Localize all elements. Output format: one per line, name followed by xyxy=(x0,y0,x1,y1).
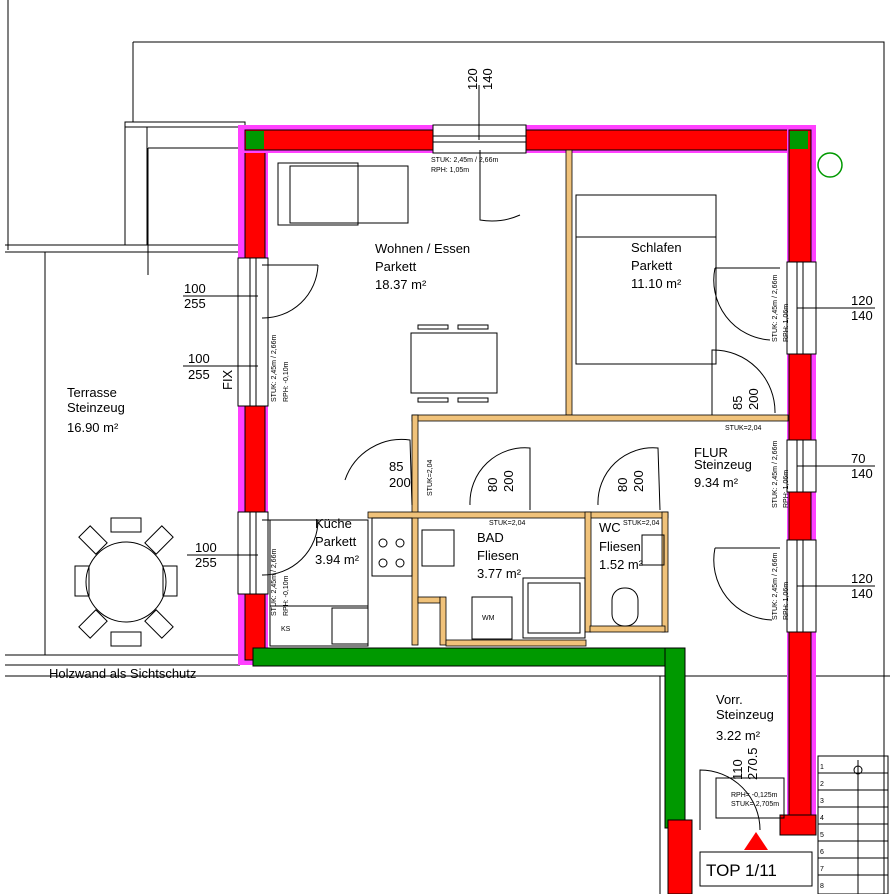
room-area-vorr: 3.22 m² xyxy=(716,728,761,743)
room-name-terrasse: Terrasse xyxy=(67,385,117,400)
room-floor-terrasse: Steinzeug xyxy=(67,400,125,415)
dim-top-window-height: 140 xyxy=(480,68,495,90)
dim-schlafen-window-width: 120 xyxy=(851,293,873,308)
note-wm: WM xyxy=(482,615,495,622)
dim-entrance-door-width: 110 xyxy=(730,759,745,780)
room-name-bad: BAD xyxy=(477,530,504,545)
entrance-marker: TOP 1/11 xyxy=(699,832,813,887)
stair-step-8: 8 xyxy=(820,883,824,890)
note-stuk-schlafen-door: STUK=2,04 xyxy=(725,425,761,432)
note-stuk-schlafen: STUK: 2,45m / 2,66m xyxy=(772,275,779,342)
dim-schlafen-window-height: 140 xyxy=(851,308,873,323)
note-stuk-entrance: STUK= 2,705m xyxy=(731,801,779,808)
furniture xyxy=(74,162,785,819)
dim-wohnen-door-upper-width: 100 xyxy=(184,281,206,296)
unit-label: TOP 1/11 xyxy=(706,861,777,880)
note-stuk-wohnen: STUK: 2,45m / 2,66m xyxy=(271,335,278,402)
dim-lower-window-width: 120 xyxy=(851,571,873,586)
site-outline xyxy=(5,0,890,894)
dim-wc-door-width: 80 xyxy=(615,478,630,492)
room-area-kueche: 3.94 m² xyxy=(315,552,360,567)
dim-schlafen-door-height: 200 xyxy=(746,388,761,410)
note-stuk-lower: STUK: 2,45m / 2,66m xyxy=(772,553,779,620)
dim-wohnen-door-lower-height: 255 xyxy=(188,367,210,382)
room-floor-wc: Fliesen xyxy=(599,539,641,554)
dimension-labels: 120 140 100 255 100 255 100 255 120 140 … xyxy=(184,68,873,780)
room-name-kueche: Küche xyxy=(315,516,352,531)
room-area-flur: 9.34 m² xyxy=(694,475,739,490)
stair-step-5: 5 xyxy=(820,832,824,839)
note-fix: FIX xyxy=(220,369,235,390)
dim-bad-door-height: 200 xyxy=(501,470,516,492)
note-rph-top: RPH: 1,05m xyxy=(431,167,469,174)
room-area-wohnen: 18.37 m² xyxy=(375,277,427,292)
doors xyxy=(261,150,780,831)
note-stuk-flur: STUK: 2,45m / 2,66m xyxy=(772,441,779,508)
stair-step-1: 1 xyxy=(820,764,824,771)
room-floor-bad: Fliesen xyxy=(477,548,519,563)
stair-step-7: 7 xyxy=(820,866,824,873)
dim-kueche-door-height: 255 xyxy=(195,555,217,570)
dimension-leaders xyxy=(183,85,875,587)
note-holzwand: Holzwand als Sichtschutz xyxy=(49,666,196,681)
note-stuk-wohnen-door: STUK=2,04 xyxy=(427,460,434,496)
dim-flur-window-height: 140 xyxy=(851,466,873,481)
room-area-schlafen: 11.10 m² xyxy=(631,276,682,291)
note-ks: KS xyxy=(281,626,291,633)
room-name-schlafen: Schlafen xyxy=(631,240,682,255)
note-rph-wohnen: RPH: -0,10m xyxy=(283,361,290,402)
dim-kueche-door-width: 100 xyxy=(195,540,217,555)
stair-step-6: 6 xyxy=(820,849,824,856)
note-stuk-bad-door: STUK=2,04 xyxy=(489,520,525,527)
room-name-wc: WC xyxy=(599,520,621,535)
dim-wohnen-door-height: 200 xyxy=(389,475,411,490)
room-area-bad: 3.77 m² xyxy=(477,566,522,581)
note-stuk-top: STUK: 2,45m / 2,66m xyxy=(431,157,498,164)
room-name-flur: FLUR xyxy=(694,445,728,460)
entrance-arrow-icon xyxy=(744,832,768,850)
unit-label-box xyxy=(699,851,813,887)
dim-lower-window-height: 140 xyxy=(851,586,873,601)
dim-bad-door-width: 80 xyxy=(485,478,500,492)
stairs xyxy=(817,755,889,894)
dim-wohnen-door-upper-height: 255 xyxy=(184,296,206,311)
dim-wohnen-door-width: 85 xyxy=(389,459,403,474)
dim-flur-window-width: 70 xyxy=(851,451,865,466)
dim-top-window-width: 120 xyxy=(465,68,480,90)
dim-entrance-door-height: 270.5 xyxy=(745,747,760,780)
note-rph-lower: RPH: 1,06m xyxy=(783,582,790,620)
room-floor-flur: Steinzeug xyxy=(694,457,752,472)
stair-step-3: 3 xyxy=(820,798,824,805)
stair-step-2: 2 xyxy=(820,781,824,788)
note-rph-entrance: RPH= -0,125m xyxy=(731,792,778,799)
stair-numbers: 1 2 3 4 5 6 7 8 xyxy=(820,764,824,890)
room-floor-kueche: Parkett xyxy=(315,534,357,549)
room-name-wohnen: Wohnen / Essen xyxy=(375,241,470,256)
room-floor-vorr: Steinzeug xyxy=(716,707,774,722)
room-floor-schlafen: Parkett xyxy=(631,258,673,273)
dim-wc-door-height: 200 xyxy=(631,470,646,492)
dim-schlafen-door-width: 85 xyxy=(730,396,745,410)
dim-wohnen-door-lower-width: 100 xyxy=(188,351,210,366)
room-area-terrasse: 16.90 m² xyxy=(67,420,119,435)
note-rph-kueche: RPH: -0,10m xyxy=(283,575,290,616)
stair-step-4: 4 xyxy=(820,815,824,822)
room-floor-wohnen: Parkett xyxy=(375,259,417,274)
note-stuk-kueche: STUK: 2,45m / 2,66m xyxy=(271,549,278,616)
note-rph-flur: RPH: 1,06m xyxy=(783,470,790,508)
room-area-wc: 1.52 m² xyxy=(599,557,644,572)
note-stuk-wc-door: STUK=2,04 xyxy=(623,520,659,527)
tree-symbol xyxy=(817,152,843,178)
note-rph-schlafen: RPH: 1,06m xyxy=(783,304,790,342)
annotations: STUK: 2,45m / 2,66m RPH: 1,05m STUK: 2,4… xyxy=(49,157,790,808)
room-labels: Wohnen / Essen Parkett 18.37 m² Schlafen… xyxy=(67,240,774,743)
room-name-vorr: Vorr. xyxy=(716,692,743,707)
